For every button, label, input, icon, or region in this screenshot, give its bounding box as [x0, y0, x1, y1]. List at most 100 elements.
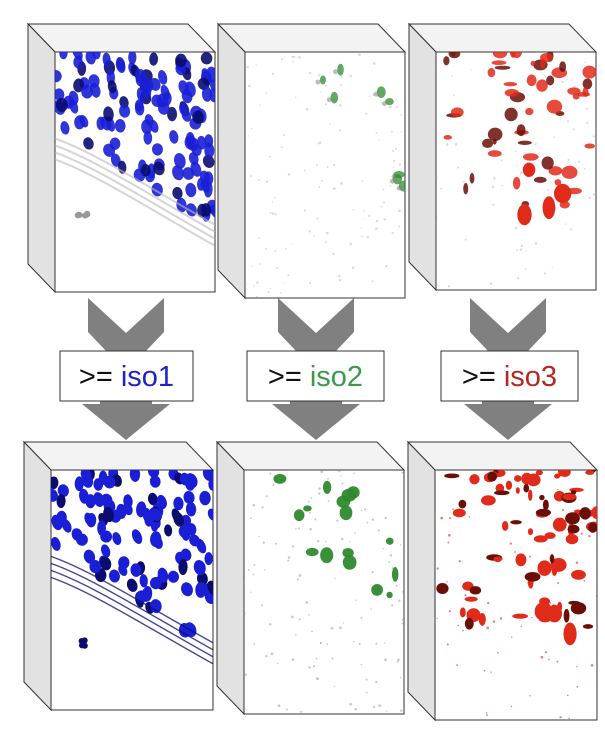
speckle-mark — [577, 160, 581, 163]
nucleus-mark — [88, 74, 100, 88]
green-signal-mark — [303, 505, 312, 512]
red-signal-mark — [517, 140, 532, 145]
speckle-mark — [464, 238, 467, 241]
speckle-mark — [463, 180, 465, 183]
speckle-mark — [454, 142, 458, 146]
cube-top-face — [406, 441, 599, 471]
speckle-mark — [265, 180, 269, 183]
red-signal-mark — [452, 508, 466, 518]
speckle-mark — [400, 130, 403, 133]
tissue-boundary-strand — [55, 151, 215, 240]
speckle-mark — [395, 98, 397, 100]
green-signal-mark — [371, 584, 383, 596]
red-signal-mark — [469, 172, 475, 184]
speckle-mark — [392, 149, 395, 152]
speckle-mark — [310, 497, 313, 500]
nucleus-mark — [179, 472, 190, 486]
nucleus-mark — [149, 576, 162, 590]
speckle-mark — [298, 574, 302, 577]
nucleus-mark — [181, 582, 193, 597]
speckle-mark — [573, 85, 576, 88]
speckle-mark — [436, 617, 438, 620]
nucleus-mark — [119, 104, 131, 118]
speckle-mark — [540, 655, 544, 659]
speckle-mark — [297, 527, 300, 530]
speckle-mark — [514, 226, 518, 230]
green-signal-mark — [320, 547, 334, 564]
nucleus-mark — [56, 494, 66, 509]
red-signal-mark — [553, 183, 572, 204]
red-signal-mark — [549, 554, 555, 564]
red-signal-mark — [512, 176, 521, 190]
nucleus-mark — [51, 489, 59, 502]
nucleus-mark — [139, 574, 148, 588]
nucleus-mark — [183, 490, 195, 504]
red-signal-mark — [492, 52, 508, 59]
nucleus-mark — [73, 55, 83, 69]
speckle-mark — [303, 209, 307, 212]
nucleus-mark — [196, 135, 207, 150]
nucleus-mark — [210, 79, 215, 92]
speckle-mark — [338, 129, 342, 132]
speckle-mark — [326, 643, 329, 646]
green-signal-mark — [391, 567, 399, 582]
cube-top-face — [216, 23, 407, 53]
speckle-mark — [260, 604, 264, 607]
grey-cell-mark — [373, 91, 379, 97]
speckle-mark — [318, 73, 321, 77]
red-signal-mark — [501, 520, 509, 531]
speckle-mark — [389, 185, 392, 187]
nucleus-mark — [144, 511, 154, 527]
speckle-mark — [265, 654, 268, 658]
speckle-mark — [592, 193, 595, 196]
down-chevron-arrow-iso3 — [470, 298, 546, 372]
speckle-mark — [380, 206, 383, 208]
speckle-mark — [305, 107, 309, 111]
speckle-mark — [398, 209, 401, 213]
speckle-mark — [332, 187, 336, 190]
red-signal-mark — [570, 602, 587, 615]
speckle-mark — [486, 626, 490, 630]
threshold-name: iso1 — [121, 361, 174, 393]
speckle-mark — [509, 542, 512, 545]
speckle-mark — [584, 61, 587, 64]
speckle-mark — [255, 64, 257, 66]
red-signal-mark — [464, 596, 478, 602]
nucleus-mark — [97, 520, 106, 536]
speckle-mark — [285, 708, 288, 711]
speckle-mark — [340, 181, 343, 185]
green-signal-mark — [346, 486, 360, 499]
speckle-mark — [440, 187, 443, 190]
nucleus-mark — [207, 580, 213, 596]
red-signal-mark — [493, 556, 502, 563]
speckle-mark — [314, 518, 317, 521]
speckle-mark — [559, 716, 562, 719]
speckle-mark — [360, 509, 363, 512]
speckle-mark — [556, 660, 559, 663]
red-signal-mark — [522, 162, 536, 177]
speckle-mark — [349, 702, 352, 706]
red-signal-mark — [523, 483, 530, 493]
red-signal-mark — [559, 470, 571, 478]
nucleus-mark — [174, 152, 186, 169]
nucleus-mark — [196, 571, 208, 586]
speckle-mark — [283, 282, 285, 284]
red-signal-mark — [515, 553, 527, 567]
green-signal-mark — [273, 473, 287, 484]
speckle-mark — [280, 146, 283, 149]
thresholded-volume-iso3 — [406, 440, 599, 722]
speckle-mark — [252, 285, 255, 287]
speckle-mark — [325, 231, 329, 235]
speckle-mark — [375, 227, 378, 230]
speckle-mark — [445, 143, 449, 146]
speckle-mark — [337, 274, 341, 278]
speckle-mark — [390, 130, 393, 133]
speckle-mark — [252, 503, 256, 507]
speckle-mark — [253, 564, 256, 567]
speckle-mark — [354, 707, 358, 711]
nucleus-mark — [84, 512, 94, 526]
threshold-label-text: >= iso3 — [462, 361, 557, 393]
speckle-mark — [528, 555, 531, 558]
speckle-mark — [500, 159, 503, 162]
red-signal-mark — [515, 487, 520, 494]
